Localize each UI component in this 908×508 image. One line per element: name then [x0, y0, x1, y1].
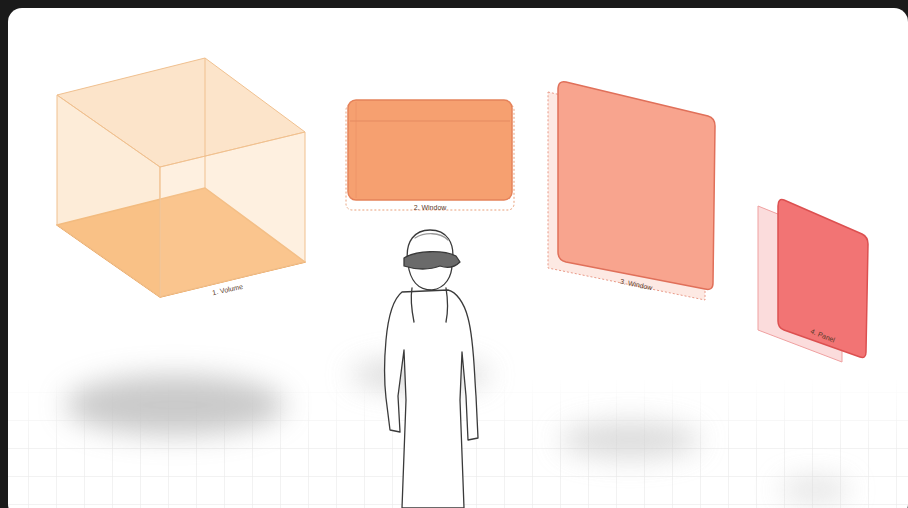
frame: [8, 8, 908, 508]
tilted-window: [548, 82, 715, 300]
volume-cube: [57, 58, 305, 297]
person-figure: [385, 230, 479, 508]
small-panel: [758, 200, 868, 362]
shape-label: 2. Window: [414, 204, 447, 211]
window-panel: [346, 100, 514, 210]
